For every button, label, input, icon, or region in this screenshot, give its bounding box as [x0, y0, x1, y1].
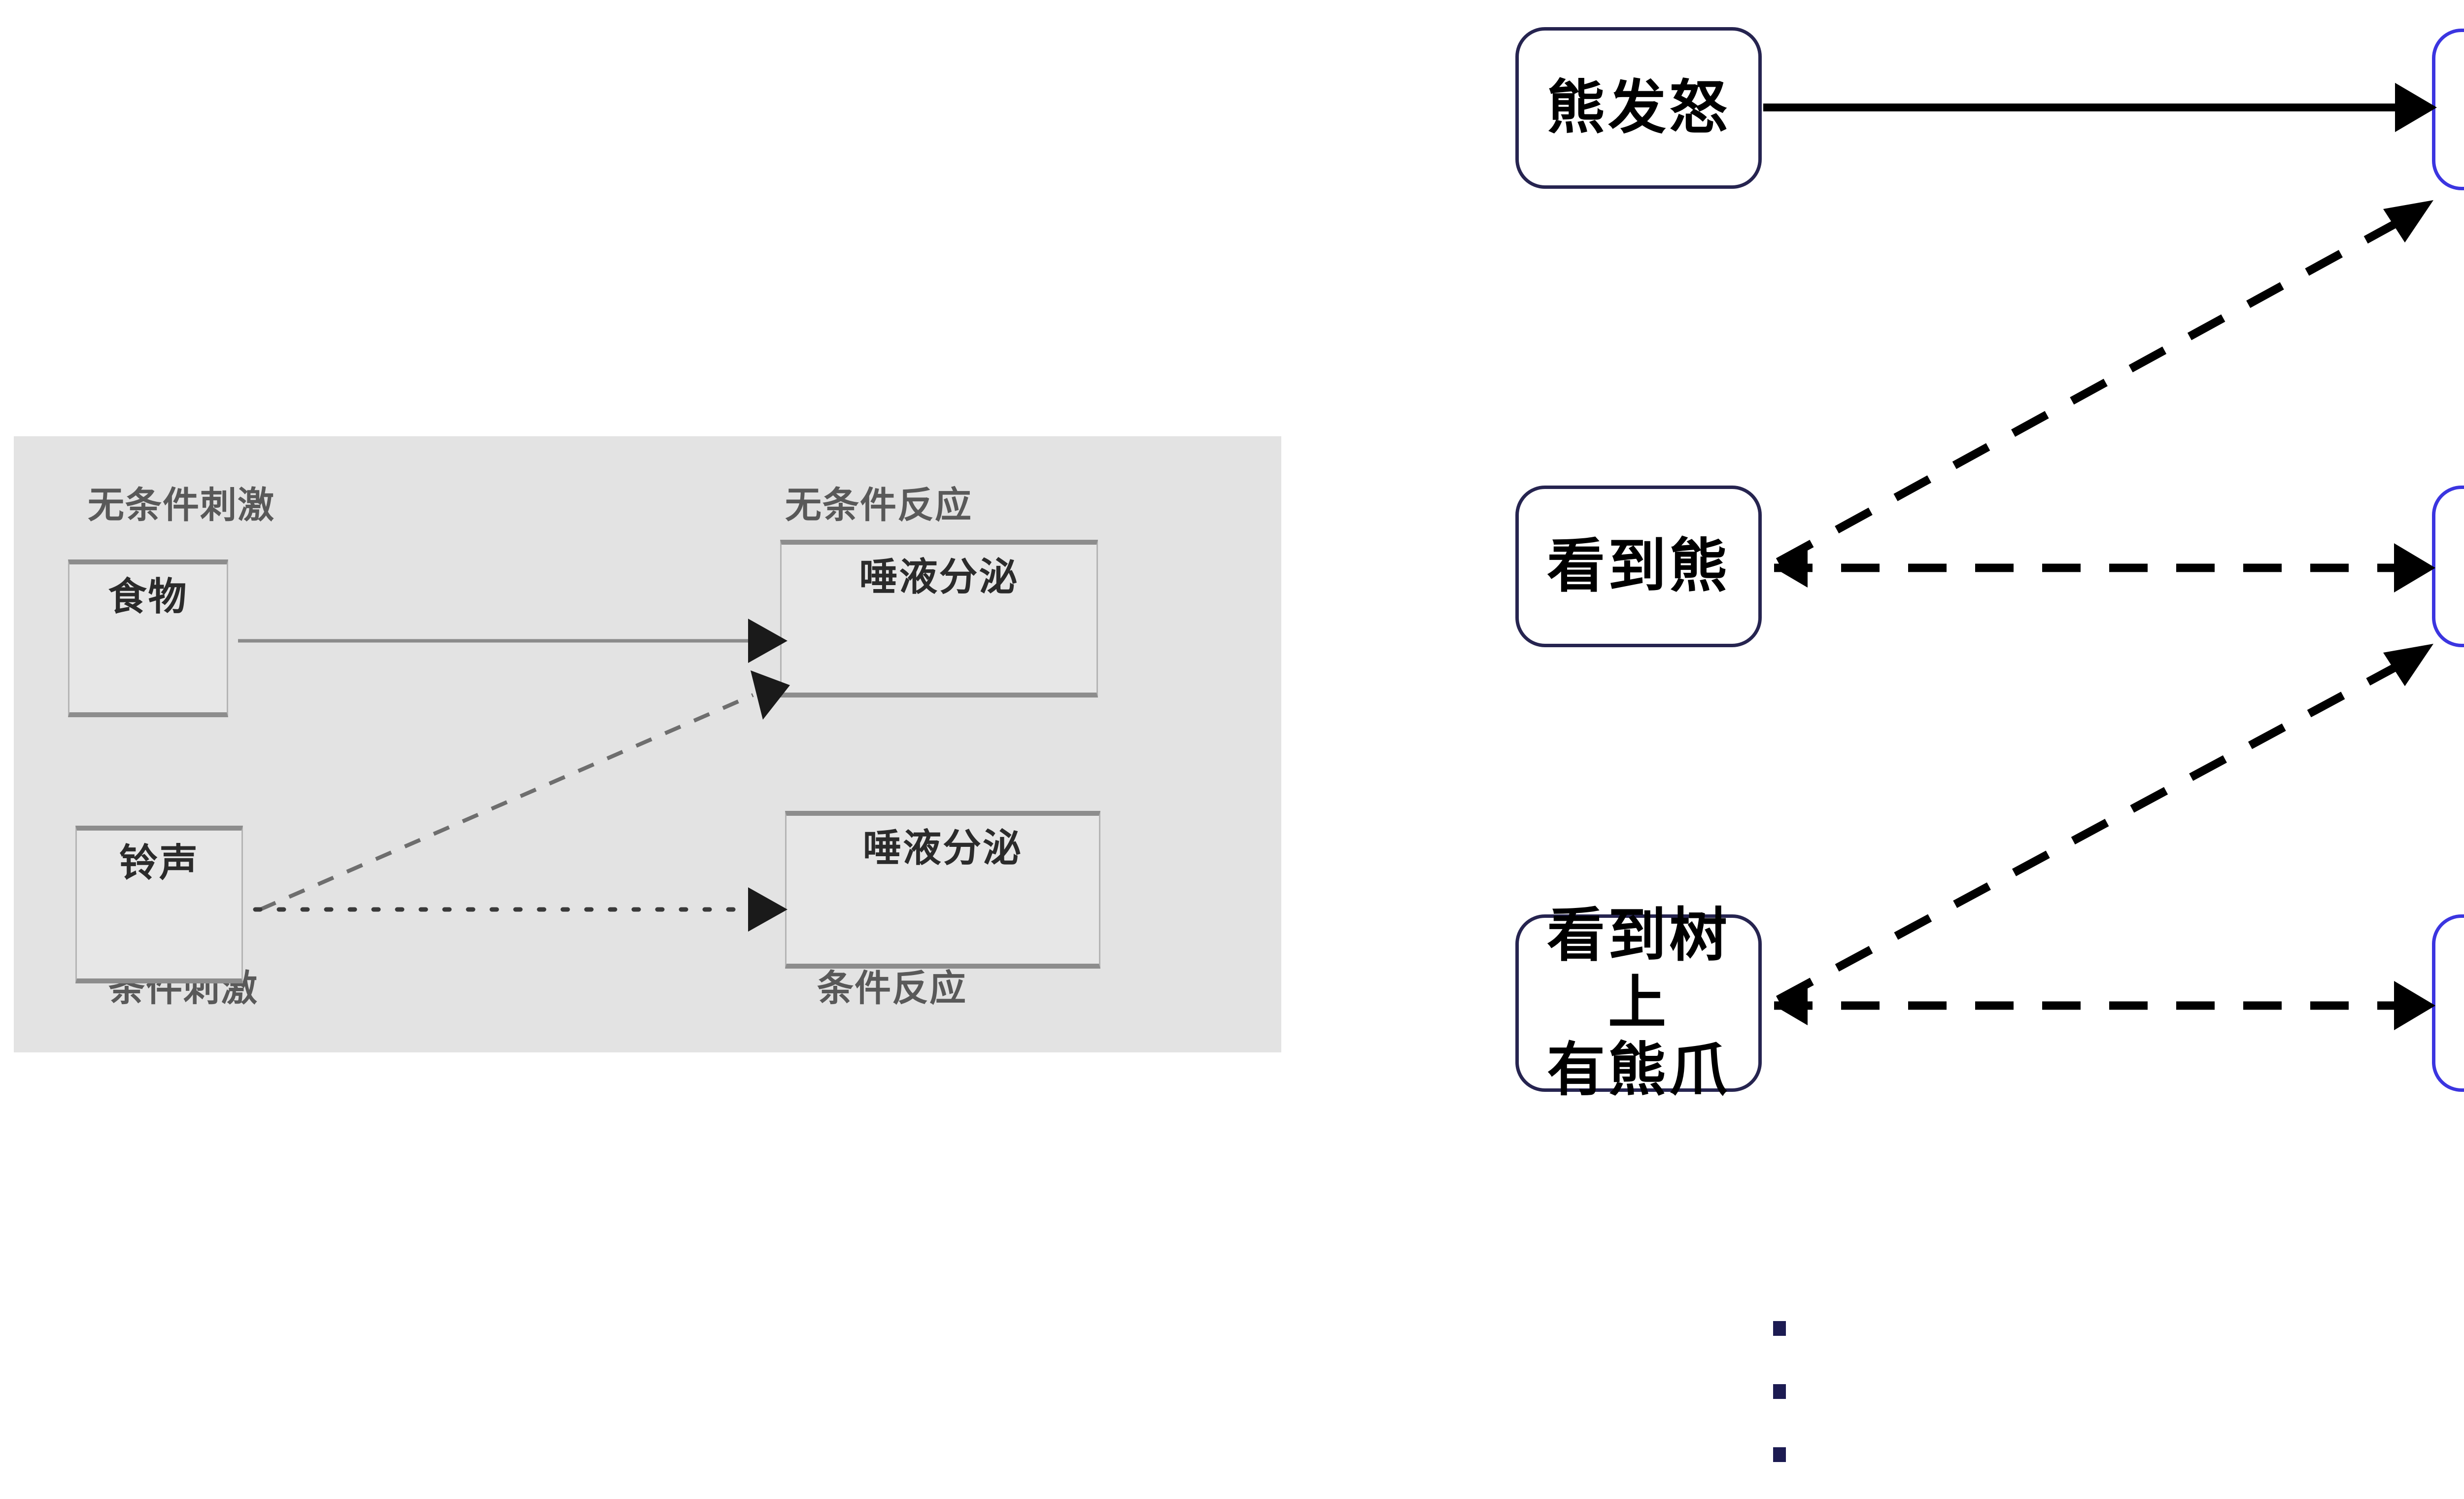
arrow-bell-to-upper-salivation	[259, 670, 790, 911]
box-salivation-conditioned: 唾液分泌	[785, 811, 1100, 969]
box-food: 食物	[68, 559, 228, 717]
box-salivation-unconditioned: 唾液分泌	[780, 540, 1098, 697]
box-bear-angry-label: 熊发怒	[1546, 75, 1730, 140]
arrow-see-bear-to-reward	[1776, 200, 2433, 566]
box-salivation-2-label: 唾液分泌	[862, 826, 1023, 870]
arrow-see-claw-to-value-s	[1774, 981, 2435, 1030]
box-see-claw-label: 看到树上 有熊爪	[1546, 903, 1730, 1103]
box-see-bear-label: 看到熊	[1546, 533, 1730, 599]
arrow-bell-to-lower-salivation	[253, 887, 787, 932]
ellipsis-dot	[1773, 1321, 1786, 1336]
box-salivation-1-label: 唾液分泌	[859, 555, 1019, 598]
caption-unconditioned-stimulus: 无条件刺激	[88, 485, 275, 525]
box-value-s-prime: V(s′)	[2432, 486, 2464, 647]
arrow-see-claw-to-value-s-prime	[1776, 644, 2433, 1004]
caption-unconditioned-response: 无条件反应	[785, 485, 972, 525]
arrow-see-bear-to-value-s-prime	[1774, 543, 2435, 593]
arrow-bear-angry-to-reward	[1763, 83, 2437, 132]
box-reward: 奖励	[2432, 29, 2464, 190]
classical-conditioning-panel: 无条件刺激 无条件反应 条件刺激 条件反应 食物 铃声 唾液分泌 唾液分泌	[14, 436, 1281, 1052]
box-bell: 铃声	[75, 826, 243, 983]
box-see-bear: 看到熊	[1515, 486, 1762, 647]
box-food-label: 食物	[108, 575, 188, 618]
ellipsis-dot	[1773, 1384, 1786, 1399]
box-see-claw: 看到树上 有熊爪	[1515, 903, 1762, 1103]
arrow-food-to-salivation	[238, 619, 787, 663]
box-bell-label: 铃声	[119, 841, 199, 884]
box-value-s: V(s)	[2432, 914, 2464, 1092]
box-bear-angry: 熊发怒	[1515, 27, 1762, 189]
caption-conditioned-response: 条件反应	[817, 968, 967, 1009]
conditioning-arrows	[238, 619, 790, 932]
ellipsis-dot	[1773, 1447, 1786, 1462]
